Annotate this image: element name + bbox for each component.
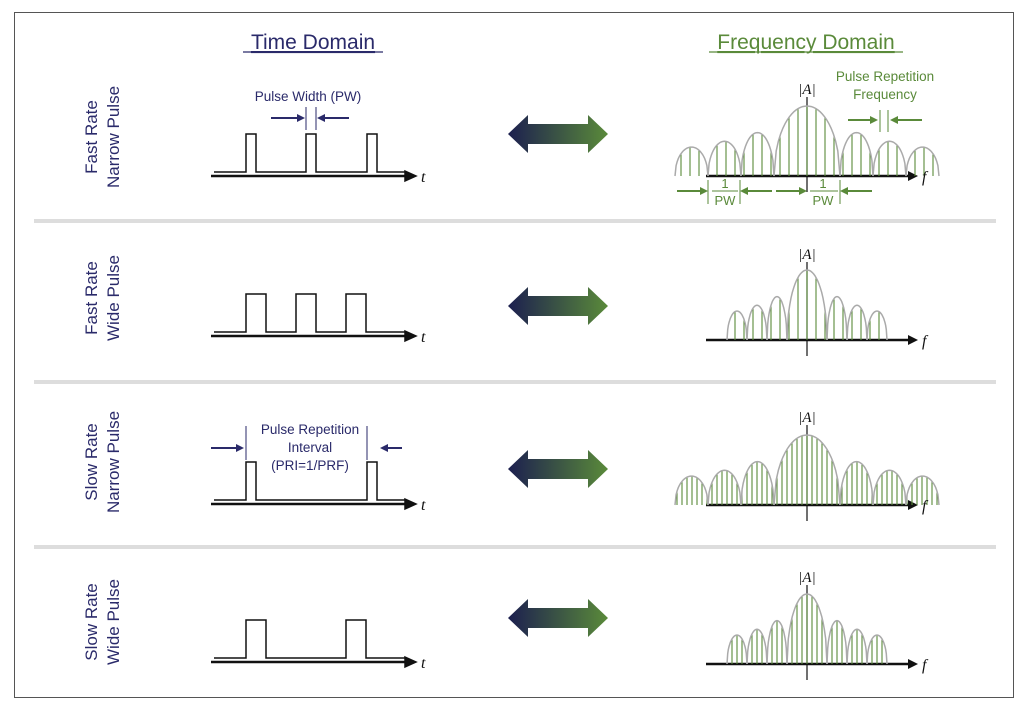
spectrum-envelope <box>839 131 874 177</box>
time-axis-label: t <box>421 169 426 186</box>
spectrum-envelope <box>766 295 788 341</box>
amplitude-label: |A| <box>798 410 815 426</box>
pri-label-line2: Interval <box>288 440 332 455</box>
time-signal-fast-wide <box>211 293 418 343</box>
spectrum-envelope <box>826 619 848 665</box>
frequency-axis-label: f <box>922 657 929 674</box>
spectrum-envelope <box>872 140 907 177</box>
spectrum-envelope <box>786 593 828 665</box>
row-label-line1: Fast Rate <box>82 100 101 174</box>
row-label-1: Fast Rate Narrow Pulse <box>82 86 123 188</box>
frequency-axis-arrowhead <box>908 335 918 345</box>
one-over-pw-numerator: 1 <box>819 176 826 191</box>
one-over-pw-numerator: 1 <box>721 176 728 191</box>
frequency-axis-label: f <box>922 498 929 515</box>
spectrum-envelope <box>766 619 788 665</box>
spectrum-fast-narrow <box>674 97 940 192</box>
row-label-line2: Wide Pulse <box>104 255 123 341</box>
time-signal-slow-wide <box>211 619 418 669</box>
pri-arrows <box>211 426 402 460</box>
row-label-line2: Wide Pulse <box>104 579 123 665</box>
spectrum-envelope <box>905 475 940 506</box>
spectrum-envelope <box>826 295 848 341</box>
amplitude-label: |A| <box>798 82 815 98</box>
spectrum-envelope <box>866 310 888 341</box>
row-separator <box>34 545 996 549</box>
time-axis-label: t <box>421 655 426 672</box>
frequency-axis-label: f <box>922 169 929 186</box>
row-label-line1: Slow Rate <box>82 583 101 660</box>
one-over-pw-left: 1 PW <box>677 176 772 208</box>
row-label-line1: Slow Rate <box>82 423 101 500</box>
one-over-pw-right: 1 PW <box>776 176 872 208</box>
frequency-axis-arrowhead <box>908 171 918 181</box>
frequency-axis-label: f <box>922 333 929 350</box>
spectrum-envelope <box>773 434 841 506</box>
spectrum-envelope <box>786 269 828 341</box>
time-axis-label: t <box>421 497 426 514</box>
one-over-pw-denominator: PW <box>813 193 835 208</box>
time-axis-label: t <box>421 329 426 346</box>
row-separator <box>34 219 996 223</box>
spectrum-envelope <box>740 460 775 506</box>
prf-label-line2: Frequency <box>853 87 917 102</box>
prf-label-line1: Pulse Repetition <box>836 69 934 84</box>
spectrum-envelope <box>846 304 868 341</box>
spectrum-envelope <box>674 146 709 177</box>
prf-arrows <box>848 110 922 132</box>
spectrum-envelope <box>905 146 940 177</box>
time-signal-fast-narrow <box>211 133 418 183</box>
time-signal-slow-narrow <box>211 461 418 511</box>
row-label-4: Slow Rate Wide Pulse <box>82 579 123 665</box>
spectrum-envelope <box>707 469 742 506</box>
row-separator <box>34 380 996 384</box>
frequency-domain-header: Frequency Domain <box>717 31 894 54</box>
spectrum-envelope <box>773 105 841 177</box>
spectrum-envelope <box>726 634 748 665</box>
transform-double-arrow <box>508 287 608 325</box>
spectrum-envelope <box>839 460 874 506</box>
one-over-pw-denominator: PW <box>715 193 737 208</box>
spectrum-envelope <box>872 469 907 506</box>
pri-label-line3: (PRI=1/PRF) <box>271 458 349 473</box>
spectrum-envelope <box>740 131 775 177</box>
frequency-axis-arrowhead <box>908 500 918 510</box>
row-label-line2: Narrow Pulse <box>104 86 123 188</box>
transform-double-arrow <box>508 450 608 488</box>
amplitude-label: |A| <box>798 247 815 263</box>
spectrum-envelope <box>707 140 742 177</box>
spectrum-fast-wide <box>706 262 918 356</box>
amplitude-label: |A| <box>798 570 815 586</box>
pulse-width-arrows <box>271 107 349 130</box>
spectrum-envelope <box>846 628 868 665</box>
row-label-2: Fast Rate Wide Pulse <box>82 255 123 341</box>
spectrum-slow-wide <box>706 585 918 680</box>
row-label-line1: Fast Rate <box>82 261 101 335</box>
spectrum-envelope <box>746 304 768 341</box>
pri-label-line1: Pulse Repetition <box>261 422 359 437</box>
time-domain-header: Time Domain <box>251 31 375 54</box>
transform-double-arrow <box>508 115 608 153</box>
spectrum-envelope <box>746 628 768 665</box>
transform-double-arrow <box>508 599 608 637</box>
row-label-3: Slow Rate Narrow Pulse <box>82 411 123 513</box>
spectrum-envelope <box>674 475 709 506</box>
frequency-axis-arrowhead <box>908 659 918 669</box>
row-label-line2: Narrow Pulse <box>104 411 123 513</box>
diagram-frame <box>14 12 1014 698</box>
spectrum-envelope <box>866 634 888 665</box>
spectrum-envelope <box>726 310 748 341</box>
spectrum-slow-narrow <box>674 425 940 521</box>
pulse-width-label: Pulse Width (PW) <box>255 89 362 104</box>
